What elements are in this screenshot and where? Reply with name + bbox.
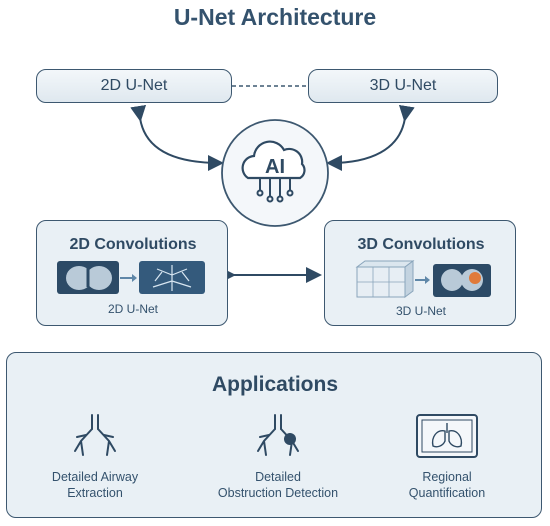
panel-3d-convolutions: 3D Convolutions 3D U-Net <box>324 220 516 326</box>
top-3d-unet-pill[interactable]: 3D U-Net <box>308 69 498 103</box>
app-item-regional-quantification[interactable]: Regional Quantification <box>387 413 507 513</box>
2d-lung-images <box>57 261 205 294</box>
pill-label: 3D U-Net <box>369 77 437 94</box>
app-label-line1: Detailed <box>255 470 301 484</box>
pill-label: 2D U-Net <box>100 77 168 94</box>
panel-2d-convolutions: 2D Convolutions 2D U-Net <box>36 220 228 326</box>
ai-label: AI <box>265 156 285 178</box>
page-title: U-Net Architecture <box>173 4 377 30</box>
panel-title: 3D Convolutions <box>357 236 485 253</box>
app-item-obstruction-detection[interactable]: Detailed Obstruction Detection <box>203 413 353 513</box>
panel-title: 2D Convolutions <box>69 236 197 253</box>
app-label-line2: Obstruction Detection <box>217 486 339 500</box>
panel-caption: 3D U-Net <box>395 304 446 318</box>
right-curved-arrow <box>326 104 415 171</box>
left-curved-arrow <box>130 104 224 171</box>
app-label-line2: Extraction <box>67 486 123 500</box>
lung-scan-monitor-icon <box>416 414 478 458</box>
app-label-line1: Regional <box>422 470 472 484</box>
app-item-airway-extraction[interactable]: Detailed Airway Extraction <box>35 413 155 513</box>
top-2d-unet-pill[interactable]: 2D U-Net <box>36 69 232 103</box>
ai-cloud-icon <box>221 119 329 227</box>
applications-panel: Applications Detailed Airway Extraction … <box>6 352 542 518</box>
3d-volume-images <box>355 260 491 298</box>
airway-tree-icon <box>74 414 116 456</box>
ai-hub: AI <box>220 118 330 228</box>
app-label-line2: Quantification <box>408 486 486 500</box>
airway-obstruction-icon <box>257 414 299 456</box>
panel-caption: 2D U-Net <box>107 302 158 316</box>
app-label-line1: Detailed Airway <box>51 470 139 484</box>
applications-title: Applications <box>211 373 338 396</box>
